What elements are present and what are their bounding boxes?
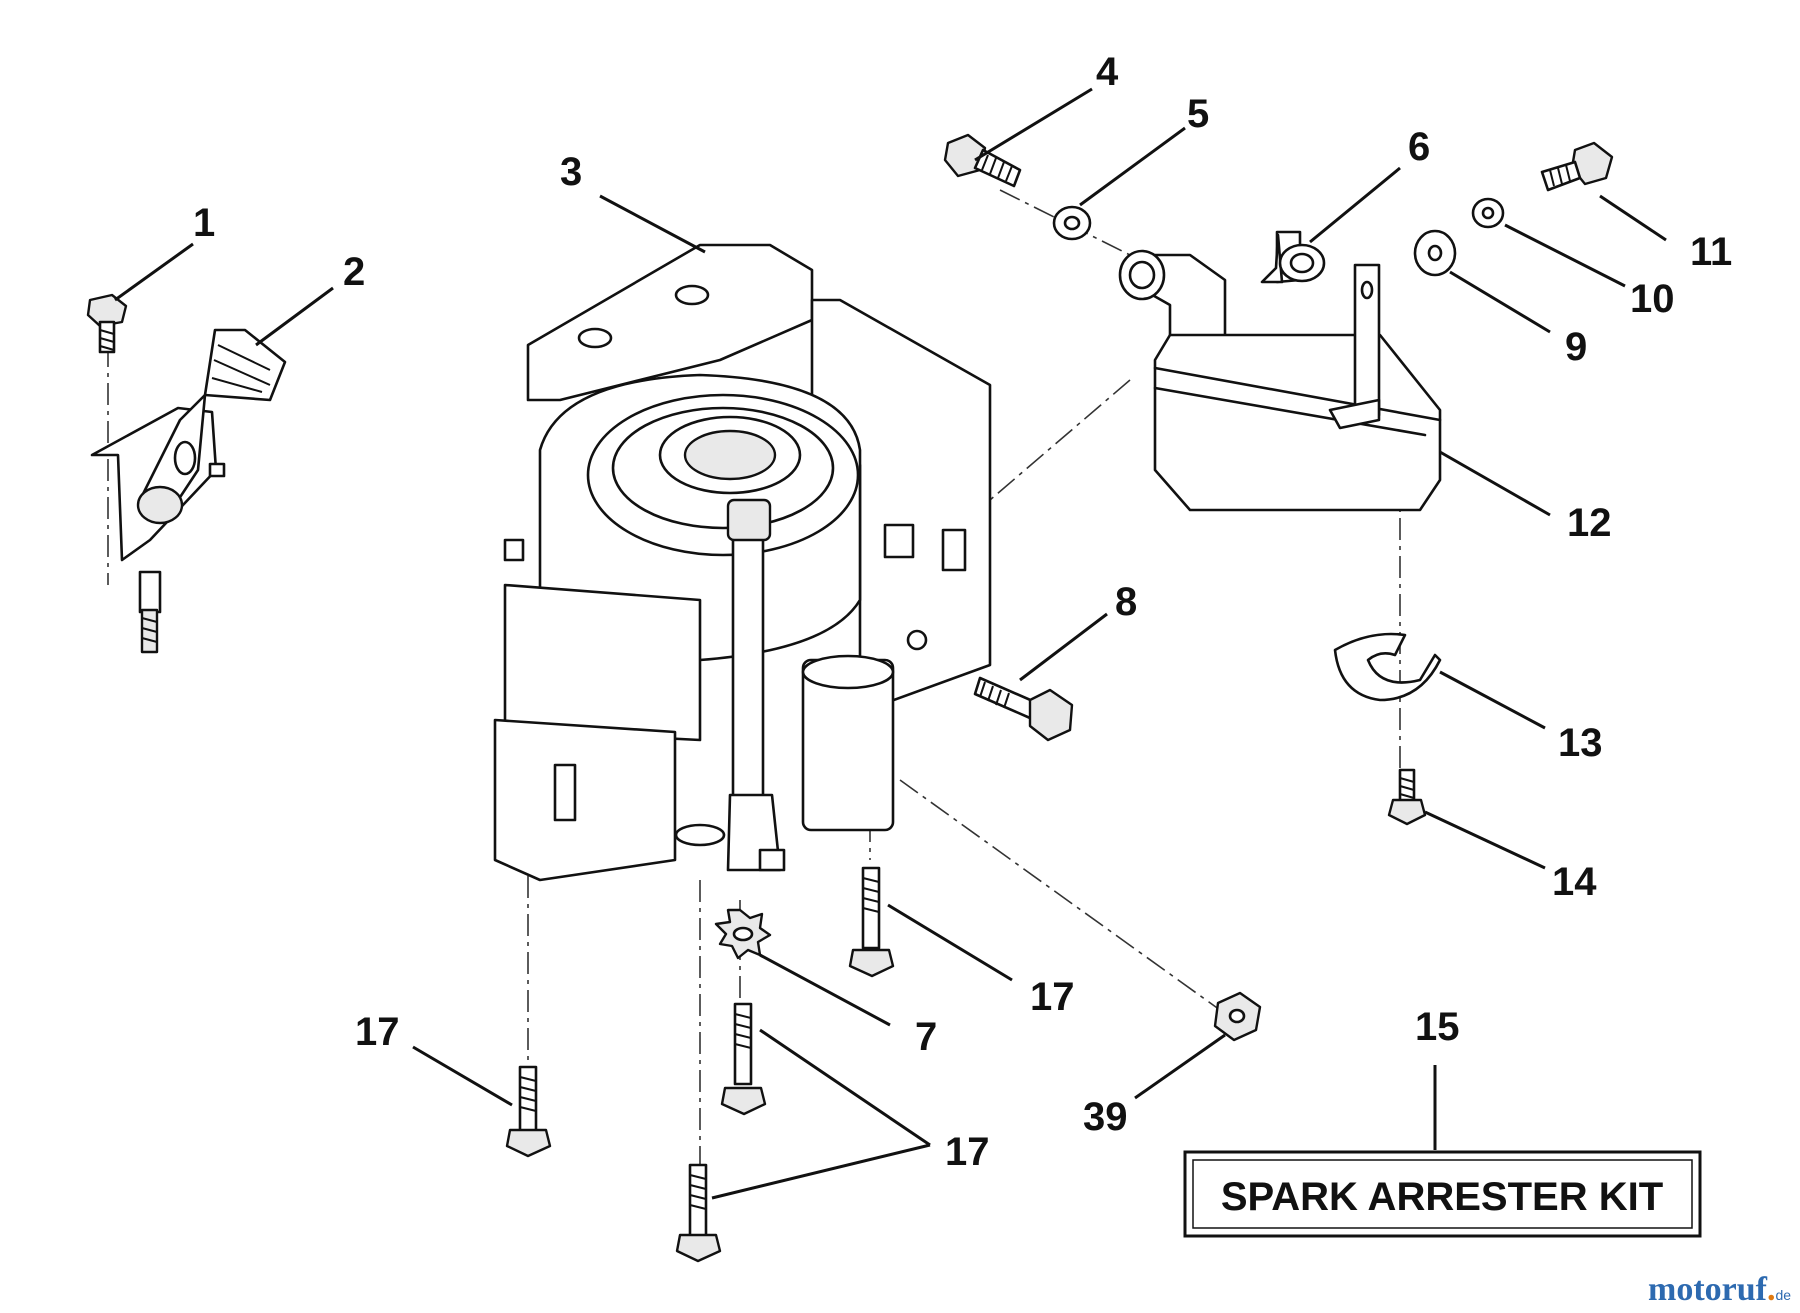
- callout-1: 1: [193, 201, 215, 245]
- callout-14: 14: [1552, 860, 1597, 904]
- callout-17-left: 17: [355, 1010, 400, 1054]
- part-2-throttle-bracket: [90, 328, 287, 654]
- callout-8: 8: [1115, 580, 1137, 624]
- callout-12: 12: [1567, 501, 1612, 545]
- part-6-gasket: [1260, 230, 1326, 284]
- part-17-bolt-b: [505, 1065, 552, 1158]
- part-8-bolt: [973, 676, 1074, 742]
- callout-11: 11: [1690, 230, 1732, 274]
- callout-7: 7: [915, 1015, 937, 1059]
- part-39-nut: [1213, 991, 1262, 1042]
- callout-15: 15: [1415, 1005, 1460, 1049]
- spark-arrester-kit-label: SPARK ARRESTER KIT: [1221, 1175, 1663, 1219]
- callout-6: 6: [1408, 125, 1430, 169]
- part-9-washer: [1413, 229, 1457, 277]
- part-12-muffler: [1118, 249, 1442, 512]
- part-10-lockwasher: [1471, 197, 1505, 229]
- svg-text:motoruf.de: motoruf.de: [1648, 1271, 1791, 1308]
- watermark-dot: .: [1767, 1271, 1776, 1308]
- callout-17-right: 17: [1030, 975, 1075, 1019]
- part-7-lockwasher: [714, 908, 772, 960]
- callout-2: 2: [343, 250, 365, 294]
- callout-labels: 1 2 3 4 5 6 7 8 9 10 11 12 13 14 17 17 1…: [193, 50, 1732, 1174]
- callout-5: 5: [1187, 92, 1209, 136]
- callout-10: 10: [1630, 277, 1675, 321]
- part-17-bolt-d: [675, 1163, 722, 1263]
- part-14-screw: [1387, 768, 1427, 826]
- leader-lines: [114, 87, 1667, 1200]
- watermark-logo: motoruf.de: [1648, 1271, 1791, 1308]
- callout-39: 39: [1083, 1095, 1128, 1139]
- callout-17-bottom: 17: [945, 1130, 990, 1174]
- part-17-bolt-a: [848, 866, 895, 978]
- spark-arrester-kit-box: SPARK ARRESTER KIT: [1183, 1150, 1702, 1238]
- callout-3: 3: [560, 150, 582, 194]
- part-5-lockwasher: [1052, 205, 1092, 241]
- part-3-engine: [493, 243, 992, 882]
- part-17-bolt-c: [720, 1002, 767, 1116]
- part-13-screen: [1333, 632, 1442, 702]
- watermark-suffix: de: [1775, 1287, 1791, 1303]
- watermark-main: motoruf: [1648, 1271, 1768, 1308]
- part-1-bolt: [86, 293, 128, 354]
- part-11-bolt: [1540, 141, 1614, 192]
- callout-9: 9: [1565, 325, 1587, 369]
- part-4-bolt: [943, 133, 1022, 188]
- callout-4: 4: [1096, 50, 1119, 94]
- callout-13: 13: [1558, 721, 1603, 765]
